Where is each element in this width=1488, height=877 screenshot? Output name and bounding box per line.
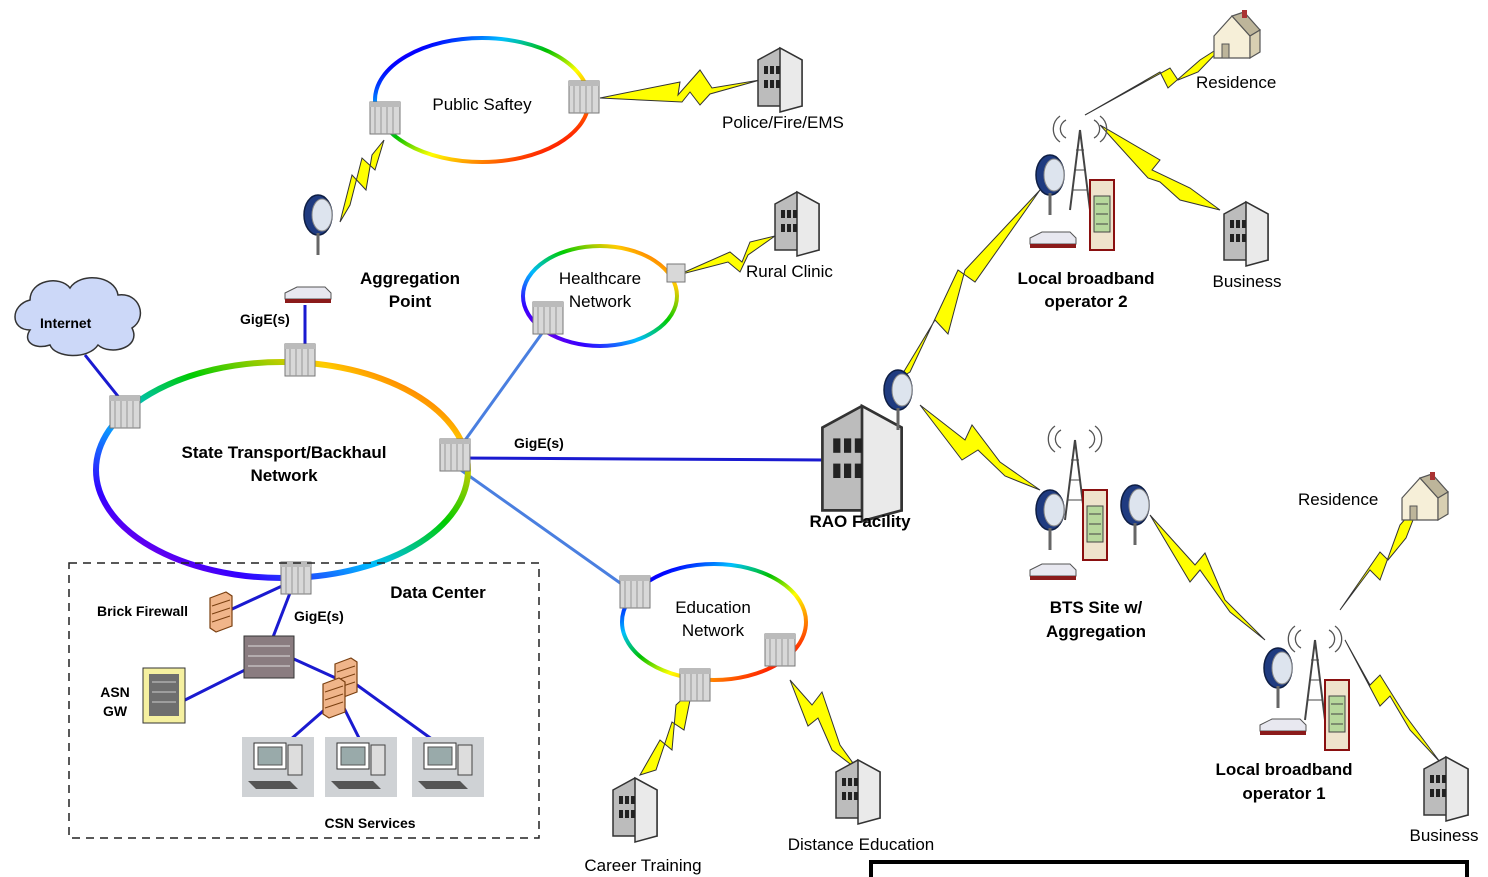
education-ring [620,562,808,682]
data-center-box [68,562,540,839]
healthcare-label-1: Healthcare [559,269,641,288]
server-icon [142,667,186,724]
modem-icon [1029,231,1077,249]
router-icon [532,301,564,335]
router-icon [280,561,312,595]
business-bottom-label: Business [1410,826,1479,845]
healthcare-label-2: Network [569,292,632,311]
antenna-icon [1034,488,1066,552]
router-icon [109,395,141,429]
business-top-label: Business [1213,272,1282,291]
rural-clinic-label: Rural Clinic [746,262,833,281]
bts-label-1: BTS Site w/ [1050,598,1143,617]
operator1-label-1: Local broadband [1216,760,1353,779]
cabinet-icon [1089,179,1115,251]
antenna-icon [1034,153,1066,217]
bts-label-2: Aggregation [1046,622,1146,641]
router-icon [679,668,711,702]
router-icon [369,101,401,135]
gige-dc-label: GigE(s) [294,608,344,624]
healthcare-ring [521,244,679,348]
rao-building-icon [821,404,903,523]
house-icon [1213,9,1261,59]
operator2-label-2: operator 2 [1044,292,1127,311]
antenna-icon [1262,646,1294,710]
workstation-icon [411,736,485,798]
router-icon [439,438,471,472]
brick-firewall-label: Brick Firewall [97,603,188,619]
gige-main-label: GigE(s) [514,435,564,451]
distance-education-label: Distance Education [788,835,934,854]
antenna-icon [302,193,334,257]
router-icon [568,80,600,114]
switch-icon [243,635,295,679]
modem-icon [284,286,332,304]
building-icon [1423,756,1469,822]
router-icon [619,575,651,609]
firewall-icon [322,677,346,719]
modem-icon [1029,563,1077,581]
csn-label: CSN Services [324,815,415,831]
internet-label: Internet [40,315,92,331]
police-label: Police/Fire/EMS [722,113,844,132]
house-icon [1401,471,1449,521]
workstation-icon [241,736,315,798]
router-icon [666,263,686,283]
wireless-links [339,43,1441,776]
legend-box [869,860,1469,877]
cabinet-icon [1082,489,1108,561]
building-icon [612,777,658,843]
state-label-1: State Transport/Backhaul [181,443,386,462]
router-icon [764,633,796,667]
workstation-icon [324,736,398,798]
education-label-1: Education [675,598,751,617]
residence-bottom-label: Residence [1298,490,1378,509]
public-safety-label: Public Saftey [432,95,532,114]
rao-label: RAO Facility [809,512,911,531]
building-icon [774,191,820,257]
firewall-icon [209,591,233,633]
cloud-icon [14,277,142,357]
operator1-label-2: operator 1 [1242,784,1325,803]
aggregation-label-2: Point [389,292,432,311]
state-label-2: Network [250,466,318,485]
asn-label-1: ASN [100,684,130,700]
education-label-2: Network [682,621,745,640]
gige-agg-label: GigE(s) [240,311,290,327]
antenna-icon [1119,483,1151,547]
operator2-label-1: Local broadband [1018,269,1155,288]
building-icon [835,759,881,825]
modem-icon [1259,718,1307,736]
career-training-label: Career Training [584,856,701,875]
data-center-label: Data Center [390,583,486,602]
building-icon [757,47,803,113]
router-icon [284,343,316,377]
building-icon [1223,201,1269,267]
residence-top-label: Residence [1196,73,1276,92]
aggregation-label-1: Aggregation [360,269,460,288]
asn-label-2: GW [103,703,128,719]
labels: Public Saftey Police/Fire/EMS Aggregatio… [40,73,1478,875]
cabinet-icon [1324,679,1350,751]
